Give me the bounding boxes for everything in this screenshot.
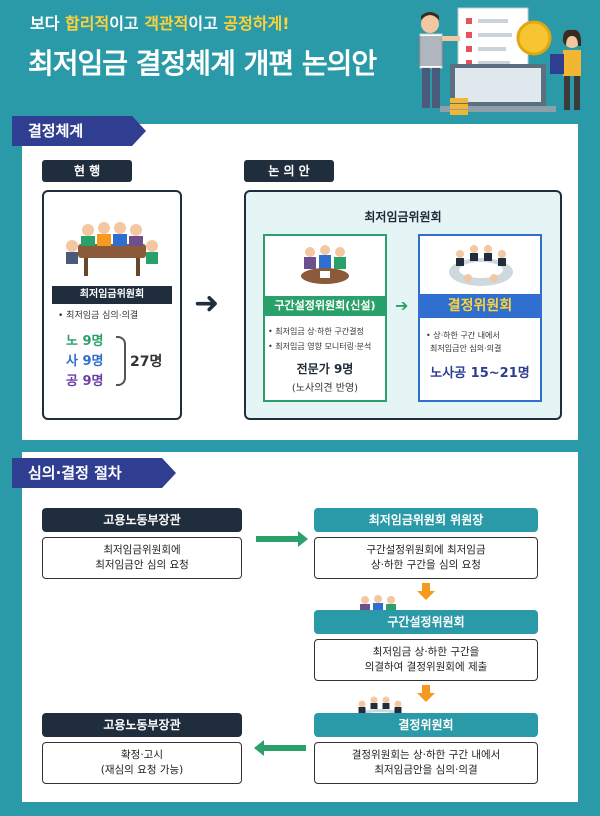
arrow-down-orange-icon — [417, 583, 435, 600]
current-committee-label: 최저임금위원회 — [52, 286, 172, 304]
coin-stack-icon — [450, 98, 468, 115]
section-tab-procedure: 심의·결정 절차 — [12, 458, 176, 488]
subtitle: 보다 합리적이고 객관적이고 공정하게! — [30, 14, 290, 33]
arrow-right-green-icon — [256, 531, 308, 547]
arrow-down-orange-icon — [417, 685, 435, 702]
arrow-right-small-icon: ➔ — [395, 296, 409, 315]
tripartite-count: 노사공 15~21명 — [430, 366, 530, 381]
decide-bullet-2: 최저임금안 심의·의결 — [430, 344, 502, 353]
step5-header: 고용노동부장관 — [42, 713, 242, 737]
small-meeting-icon — [301, 245, 349, 284]
decision-committee-title: 결정위원회 — [420, 294, 540, 318]
proposal-title: 최저임금위원회 — [364, 210, 442, 224]
expert-count: 전문가 9명 — [296, 362, 354, 376]
step2-header: 최저임금위원회 위원장 — [314, 508, 538, 532]
step5-box: 확정·고시 (재심의 요청 가능) — [42, 742, 242, 784]
current-system-box — [42, 190, 182, 420]
step1-box: 최저임금위원회에 최저임금안 심의 요청 — [42, 537, 242, 579]
employer-count: 사 9명 — [66, 354, 104, 369]
range-committee-title: 구간설정위원회(신설) — [265, 296, 385, 316]
person-woman-icon — [550, 29, 582, 110]
step4-box: 결정위원회는 상·하한 구간 내에서 최저임금안을 심의·의결 — [314, 742, 538, 784]
person-man-icon — [418, 12, 460, 108]
header-illustration — [418, 7, 582, 115]
decide-bullet-1: • 상·하한 구간 내에서 — [426, 331, 500, 340]
round-table-icon — [449, 245, 513, 286]
step3-box: 최저임금 상·하한 구간을 의결하여 결정위원회에 제출 — [314, 639, 538, 681]
section-tab-decision-system: 결정체계 — [12, 116, 146, 146]
labor-count: 노 9명 — [66, 334, 104, 349]
step3-header: 구간설정위원회 — [314, 610, 538, 634]
header: 보다 합리적이고 객관적이고 공정하게! 최저임금 결정체계 개편 논의안 — [0, 0, 600, 115]
arrow-right-icon: ➜ — [194, 286, 220, 321]
brace — [116, 336, 126, 386]
current-chip: 현 행 — [42, 160, 132, 182]
meeting-table-icon — [66, 222, 158, 276]
current-committee-note: • 최저임금 심의·의결 — [58, 311, 139, 321]
range-bullet-2: • 최저임금 영향 모니터링·분석 — [268, 342, 372, 351]
step4-header: 결정위원회 — [314, 713, 538, 737]
expert-note: (노사의견 반영) — [291, 383, 359, 394]
step1-header: 고용노동부장관 — [42, 508, 242, 532]
coin-icon — [516, 20, 552, 56]
range-bullet-1: • 최저임금 상·하한 구간결정 — [268, 327, 364, 336]
arrow-left-green-icon — [254, 740, 306, 756]
step2-box: 구간설정위원회에 최저임금 상·하한 구간을 심의 요청 — [314, 537, 538, 579]
total-count: 27명 — [130, 354, 163, 370]
public-count: 공 9명 — [66, 374, 104, 389]
proposal-chip: 논 의 안 — [244, 160, 334, 182]
page-title: 최저임금 결정체계 개편 논의안 — [28, 47, 377, 80]
